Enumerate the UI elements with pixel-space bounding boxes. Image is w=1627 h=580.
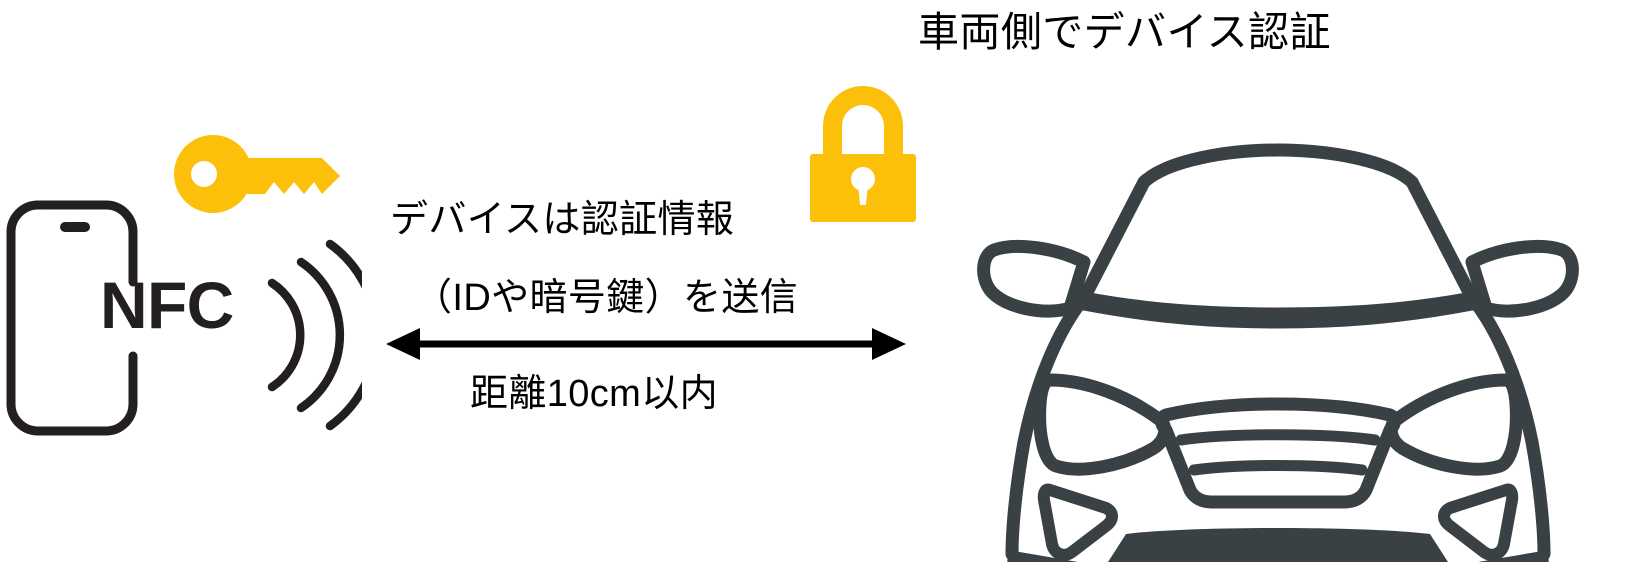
page-title: 車両側でデバイス認証 — [918, 9, 1331, 55]
car-wheel-left — [1007, 550, 1078, 562]
message-line-2: （IDや暗号鍵）を送信 — [414, 277, 799, 319]
message-line-1: デバイスは認証情報 — [390, 199, 735, 241]
car-bumper-strip — [1108, 528, 1448, 562]
car-front-icon — [977, 143, 1579, 562]
double-headed-arrow-icon — [386, 328, 906, 360]
nfc-wave-icon — [267, 239, 362, 431]
nfc-label: NFC — [100, 268, 234, 342]
smartphone-icon — [6, 200, 138, 436]
car-wheel-right — [1478, 550, 1549, 562]
key-icon — [174, 135, 340, 213]
distance-label: 距離10cm以内 — [470, 373, 718, 415]
padlock-closed-icon — [810, 86, 916, 222]
